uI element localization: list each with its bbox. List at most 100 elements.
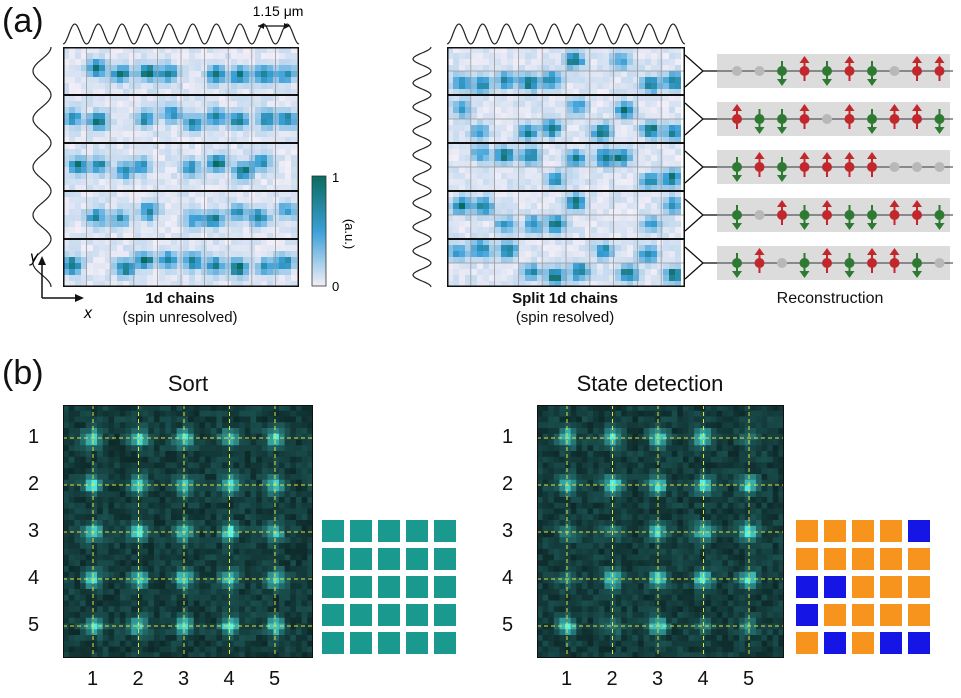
spin-site-empty xyxy=(777,258,787,268)
spin-site-up xyxy=(889,200,900,225)
state-detection-image xyxy=(537,405,784,658)
row-tick-right: 4 xyxy=(502,567,514,589)
chain-bracket xyxy=(685,102,704,136)
col-tick-right: 2 xyxy=(606,668,618,690)
occupation-square-orange xyxy=(796,548,818,570)
row-tick-right: 2 xyxy=(502,473,514,495)
spin-site-down xyxy=(799,205,810,230)
row-tick-right: 1 xyxy=(502,426,514,448)
spin-site-empty xyxy=(889,162,900,172)
spin-site-up xyxy=(867,152,877,177)
occupation-square-blue xyxy=(908,632,930,654)
spin-site-down xyxy=(867,109,877,134)
state-occupation-grid xyxy=(796,520,930,654)
spin-site-down xyxy=(844,205,855,230)
spin-site-up xyxy=(867,248,877,273)
row-tick-left: 4 xyxy=(28,567,40,589)
occupation-square-teal xyxy=(322,520,344,542)
occupation-square-orange xyxy=(908,604,930,626)
panel-b-label: (b) xyxy=(2,354,44,392)
occupation-square-teal xyxy=(350,632,372,654)
spin-site-up xyxy=(754,248,765,273)
spin-site-down xyxy=(732,205,742,230)
spin-site-up xyxy=(844,56,855,81)
occupation-square-blue xyxy=(796,604,818,626)
occupation-square-teal xyxy=(350,548,372,570)
spin-site-down xyxy=(822,61,832,86)
spin-site-down xyxy=(732,157,742,182)
colorbar xyxy=(311,175,327,287)
occupation-square-orange xyxy=(880,604,902,626)
row-tick-right: 5 xyxy=(502,614,514,636)
image-frame xyxy=(537,405,784,658)
spin-site-down xyxy=(754,109,765,134)
chain-bracket xyxy=(685,150,704,184)
spin-site-up xyxy=(799,104,810,129)
occupation-square-teal xyxy=(434,604,456,626)
col-tick-left: 1 xyxy=(87,668,99,690)
col-tick-left: 3 xyxy=(178,668,190,690)
axis-y-label: y xyxy=(29,249,39,266)
sort-title: Sort xyxy=(167,371,209,396)
occupation-square-orange xyxy=(880,576,902,598)
occupation-square-blue xyxy=(824,632,846,654)
chain-bracket xyxy=(685,54,704,88)
spin-site-empty xyxy=(912,162,922,172)
occupation-square-teal xyxy=(434,548,456,570)
occupation-square-teal xyxy=(350,520,372,542)
spin-site-up xyxy=(912,200,922,225)
occupation-square-teal xyxy=(322,548,344,570)
occupation-square-teal xyxy=(434,520,456,542)
colorbar-min: 0 xyxy=(332,279,339,294)
spin-site-up xyxy=(732,104,742,129)
chain-bracket xyxy=(685,198,704,232)
occupation-square-teal xyxy=(322,632,344,654)
occupation-square-teal xyxy=(406,520,428,542)
spin-reconstruction xyxy=(685,54,953,280)
spin-site-up xyxy=(799,152,810,177)
occupation-square-teal xyxy=(322,604,344,626)
panel-a-label: (a) xyxy=(2,2,44,40)
left-caption-title: 1d chains xyxy=(145,290,215,307)
spin-site-down xyxy=(934,205,945,230)
spin-site-up xyxy=(934,56,945,81)
scale-bar xyxy=(258,23,290,29)
occupation-square-teal xyxy=(378,576,400,598)
spin-site-down xyxy=(912,253,922,278)
col-tick-right: 5 xyxy=(743,668,755,690)
occupation-square-orange xyxy=(880,520,902,542)
occupation-square-teal xyxy=(406,576,428,598)
row-tick-left: 3 xyxy=(28,520,40,542)
chains-image-unresolved xyxy=(63,47,299,287)
occupation-square-teal xyxy=(322,576,344,598)
spin-site-up xyxy=(844,152,855,177)
col-tick-right: 4 xyxy=(697,668,709,690)
occupation-square-orange xyxy=(796,632,818,654)
spin-site-down xyxy=(777,109,787,134)
spin-site-down xyxy=(867,205,877,230)
spin-site-up xyxy=(822,200,832,225)
spin-site-up xyxy=(912,104,922,129)
chain-bracket xyxy=(685,246,704,280)
occupation-square-teal xyxy=(406,632,428,654)
spin-site-down xyxy=(934,109,945,134)
occupation-square-teal xyxy=(406,548,428,570)
col-tick-right: 1 xyxy=(561,668,573,690)
occupation-square-blue xyxy=(796,576,818,598)
spin-site-up xyxy=(844,104,855,129)
lattice-wave-top-right xyxy=(446,23,686,45)
left-caption-subtitle: (spin unresolved) xyxy=(122,309,238,326)
right-caption-title: Split 1d chains xyxy=(512,290,618,307)
spin-site-down xyxy=(844,253,855,278)
spin-site-up xyxy=(754,152,765,177)
occupation-square-teal xyxy=(434,576,456,598)
occupation-square-orange xyxy=(880,548,902,570)
scale-bar-label: 1.15 μm xyxy=(253,3,304,19)
occupation-square-blue xyxy=(880,632,902,654)
sort-occupation-grid xyxy=(322,520,456,654)
occupation-square-blue xyxy=(908,520,930,542)
occupation-square-teal xyxy=(378,520,400,542)
spin-site-up xyxy=(889,248,900,273)
occupation-square-orange xyxy=(908,576,930,598)
spin-site-down xyxy=(799,253,810,278)
